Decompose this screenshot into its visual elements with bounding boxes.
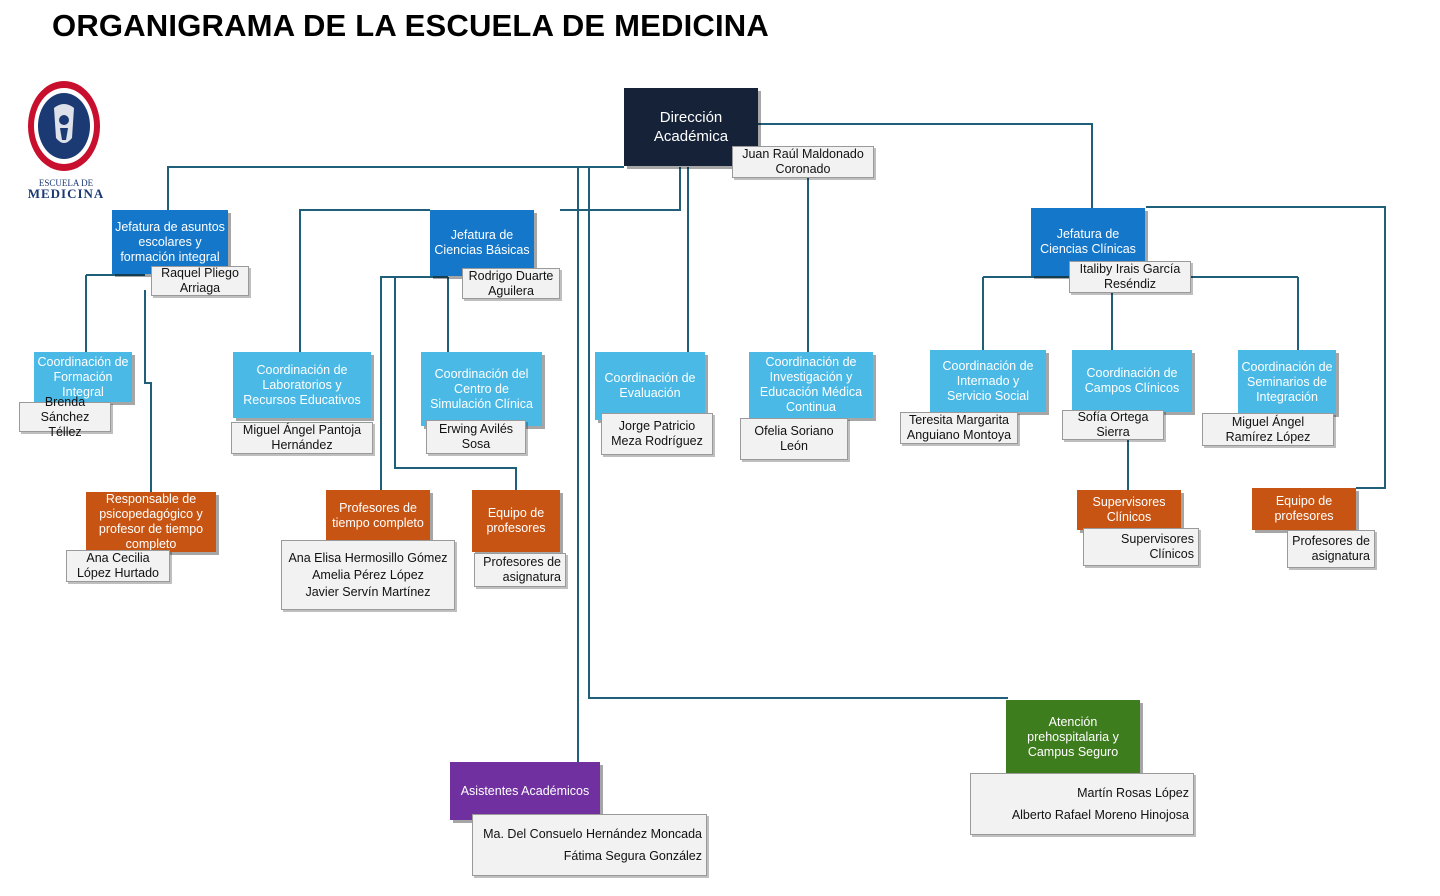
connector [144, 290, 152, 492]
responsable-psico-label: Responsable de psicopedagógico y profeso… [98, 492, 204, 551]
supervisores-label: Supervisores Clínicos [1092, 495, 1166, 524]
seal-icon [28, 81, 100, 171]
jefatura-escolares-label: Jefatura de asuntos escolares y formació… [115, 219, 225, 264]
jefatura-basicas-person: Rodrigo Duarte Aguilera [462, 268, 560, 299]
coord-investigacion-box: Coordinación de Investigación y Educació… [749, 352, 873, 418]
atencion-box: Atención prehospitalaria y Campus Seguro [1006, 700, 1140, 774]
jefatura-basicas-box: Jefatura de Ciencias Básicas [430, 210, 534, 276]
connector [380, 276, 448, 490]
atencion-people: Martín Rosas López Alberto Rafael Moreno… [970, 773, 1194, 835]
logo-line-1: ESCUELA DE [38, 178, 94, 188]
coord-investigacion-person: Ofelia Soriano León [740, 418, 848, 460]
coord-seminarios-box: Coordinación de Seminarios de Integració… [1238, 350, 1336, 414]
jefatura-basicas-label: Jefatura de Ciencias Básicas [434, 228, 530, 257]
coord-formacion-label: Coordinación de Formación Integral [37, 354, 129, 399]
jefatura-clinicas-label: Jefatura de Ciencias Clínicas [1040, 227, 1136, 256]
coord-campos-person: Sofía Ortega Sierra [1062, 410, 1164, 440]
university-logo: ESCUELA DE MEDICINA [24, 78, 108, 202]
coord-seminarios-person: Miguel Ángel Ramírez López [1202, 413, 1334, 446]
connector [560, 167, 681, 211]
profesores-tc-person: Javier Servín Martínez [305, 584, 431, 599]
coord-simulacion-label: Coordinación del Centro de Simulación Cl… [430, 366, 533, 411]
jefatura-clinicas-person: Italiby Irais García Reséndiz [1069, 261, 1191, 293]
page-title: ORGANIGRAMA DE LA ESCUELA DE MEDICINA [52, 8, 769, 43]
logo-line-2: MEDICINA [27, 186, 105, 201]
coord-evaluacion-person: Jorge Patricio Meza Rodríguez [601, 413, 713, 455]
direccion-label: Dirección Académica [653, 109, 729, 145]
equipo-basicas-person: Profesores de asignatura [474, 553, 566, 587]
jefatura-escolares-person: Raquel Pliego Arriaga [151, 266, 249, 296]
coord-simulacion-person: Erwing Avilés Sosa [426, 420, 526, 454]
coord-simulacion-box: Coordinación del Centro de Simulación Cl… [421, 352, 542, 426]
atencion-label: Atención prehospitalaria y Campus Seguro [1027, 714, 1119, 759]
profesores-tc-person: Ana Elisa Hermosillo Gómez [288, 550, 448, 565]
atencion-person: Alberto Rafael Moreno Hinojosa [1011, 808, 1189, 822]
coord-laboratorios-person: Miguel Ángel Pantoja Hernández [231, 422, 373, 454]
coord-laboratorios-label: Coordinación de Laboratorios y Recursos … [243, 362, 361, 407]
responsable-psico-box: Responsable de psicopedagógico y profeso… [86, 492, 216, 552]
coord-internado-box: Coordinación de Internado y Servicio Soc… [930, 350, 1046, 412]
asistentes-label: Asistentes Académicos [460, 783, 590, 798]
asistentes-box: Asistentes Académicos [450, 762, 600, 820]
equipo-basicas-label: Equipo de profesores [486, 506, 546, 535]
equipo-clinicas-box: Equipo de profesores [1252, 488, 1356, 530]
coord-evaluacion-label: Coordinación de Evaluación [604, 371, 696, 400]
coord-formacion-person: Brenda Sánchez Téllez [19, 395, 111, 439]
connector [299, 209, 430, 352]
connector [1146, 206, 1386, 489]
connector [167, 166, 624, 212]
equipo-clinicas-person: Profesores de asignatura [1287, 530, 1375, 568]
coord-investigacion-label: Coordinación de Investigación y Educació… [759, 355, 863, 414]
asistentes-person: Ma. Del Consuelo Hernández Moncada [483, 827, 702, 841]
supervisores-person: Supervisores Clínicos [1083, 528, 1199, 566]
coord-seminarios-label: Coordinación de Seminarios de Integració… [1241, 359, 1333, 404]
coord-campos-box: Coordinación de Campos Clínicos [1072, 350, 1192, 412]
coord-laboratorios-box: Coordinación de Laboratorios y Recursos … [233, 352, 371, 418]
coord-formacion-box: Coordinación de Formación Integral [34, 352, 132, 402]
direccion-person: Juan Raúl Maldonado Coronado [732, 146, 874, 178]
equipo-clinicas-label: Equipo de profesores [1274, 494, 1334, 523]
connector [588, 167, 1008, 699]
connector [394, 277, 517, 490]
atencion-person: Martín Rosas López [1077, 786, 1189, 800]
asistentes-person: Fátima Segura González [563, 849, 702, 863]
profesores-tc-label: Profesores de tiempo completo [332, 501, 424, 530]
coord-evaluacion-box: Coordinación de Evaluación [595, 352, 705, 420]
profesores-tc-person: Amelia Pérez López [312, 567, 424, 582]
coord-internado-label: Coordinación de Internado y Servicio Soc… [942, 358, 1034, 403]
profesores-tc-box: Profesores de tiempo completo [326, 490, 430, 542]
supervisores-box: Supervisores Clínicos [1077, 490, 1181, 530]
responsable-psico-person: Ana Cecilia López Hurtado [66, 550, 170, 582]
coord-campos-label: Coordinación de Campos Clínicos [1084, 366, 1180, 395]
connector [758, 123, 1093, 208]
asistentes-people: Ma. Del Consuelo Hernández Moncada Fátim… [472, 814, 707, 876]
equipo-basicas-box: Equipo de profesores [472, 490, 560, 552]
profesores-tc-people: Ana Elisa Hermosillo Gómez Amelia Pérez … [281, 540, 455, 610]
coord-internado-person: Teresita Margarita Anguiano Montoya [900, 412, 1018, 444]
jefatura-escolares-box: Jefatura de asuntos escolares y formació… [112, 210, 228, 274]
